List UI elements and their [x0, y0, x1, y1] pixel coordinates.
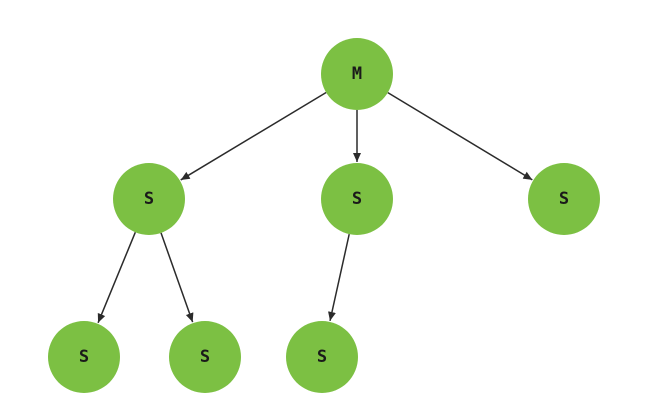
node-label: S — [559, 189, 569, 209]
node-s2: S — [321, 163, 393, 235]
edge-s2-to-s2a — [328, 233, 350, 322]
node-label: M — [352, 64, 362, 84]
node-circle — [528, 163, 600, 235]
node-circle — [321, 38, 393, 110]
edge-m-to-s1 — [180, 91, 327, 181]
nodes-layer: M S S S S S S — [48, 38, 600, 393]
node-s1b: S — [169, 321, 241, 393]
node-label: S — [352, 189, 362, 209]
edge-m-to-s3 — [387, 91, 533, 181]
node-label: S — [79, 347, 89, 367]
node-s2a: S — [286, 321, 358, 393]
node-label: S — [200, 347, 210, 367]
edge-s1-to-s1a — [97, 232, 136, 324]
node-circle — [321, 163, 393, 235]
node-s3: S — [528, 163, 600, 235]
node-circle — [286, 321, 358, 393]
node-circle — [48, 321, 120, 393]
node-m: M — [321, 38, 393, 110]
edges-layer — [97, 91, 533, 324]
node-label: S — [317, 347, 327, 367]
edge-s1-to-s1b — [160, 232, 194, 323]
node-s1: S — [113, 163, 185, 235]
node-s1a: S — [48, 321, 120, 393]
node-circle — [169, 321, 241, 393]
node-label: S — [144, 189, 154, 209]
node-circle — [113, 163, 185, 235]
